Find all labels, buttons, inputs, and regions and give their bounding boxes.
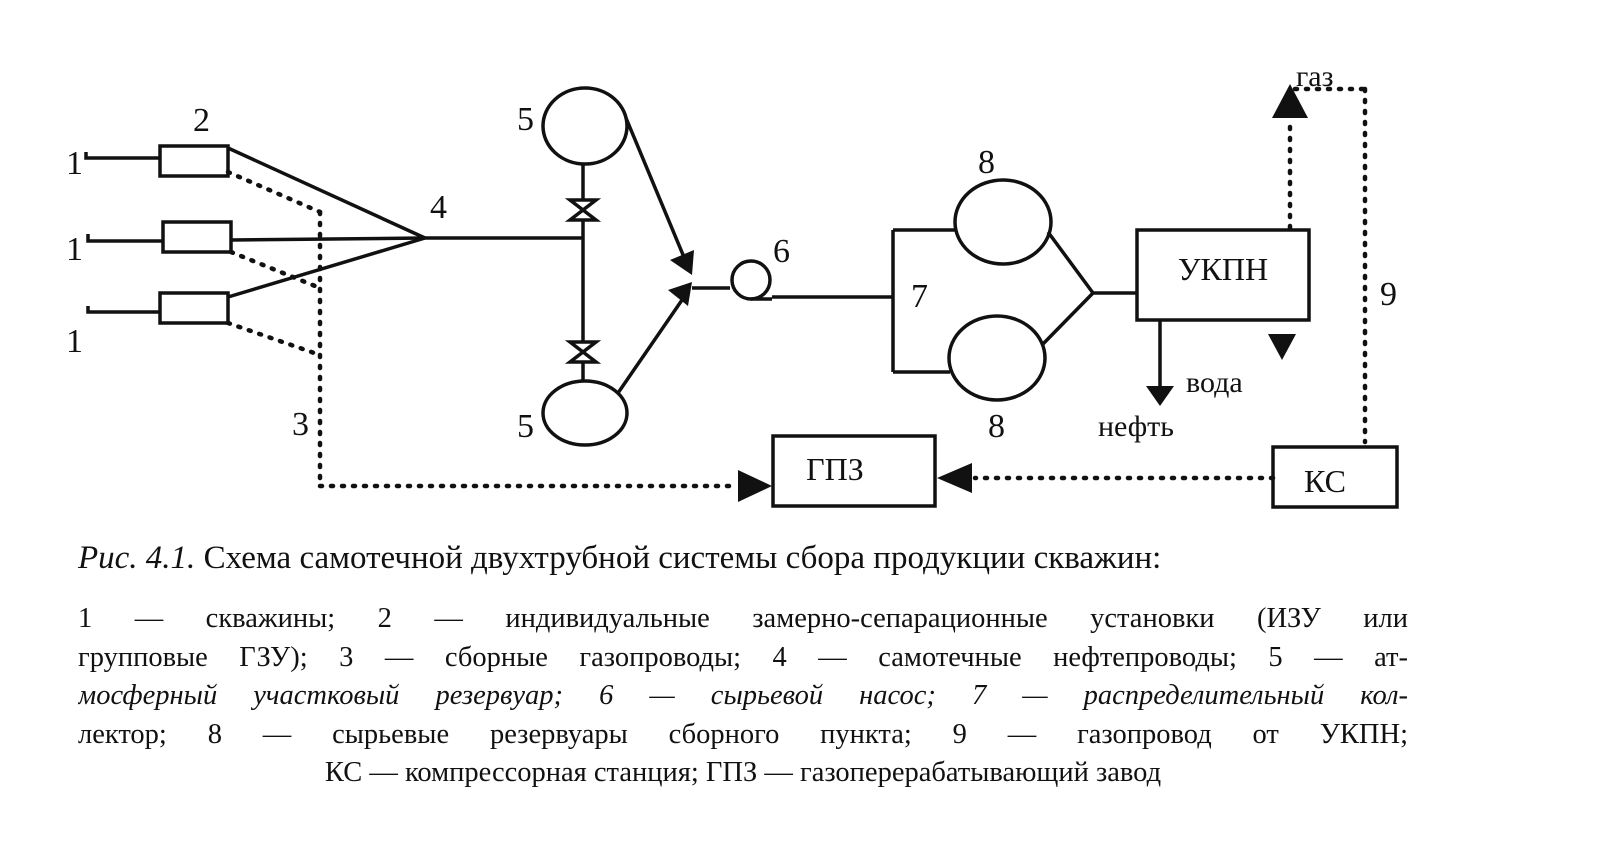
label-gravity-pipeline: 4 [430, 189, 447, 226]
gas-collector-lines [225, 169, 741, 489]
gas-collector-arrow [738, 470, 772, 502]
izu-box-1 [158, 144, 230, 178]
label-gas-collector: 3 [292, 406, 309, 443]
raw-tanks-to-ukpn [1040, 230, 1137, 347]
tank-to-pump-lines [616, 117, 730, 394]
wells [84, 152, 163, 314]
label-collector: 7 [911, 278, 928, 315]
label-gas-pipeline-9: 9 [1380, 276, 1397, 313]
label-well-1b: 1 [66, 231, 83, 268]
legend-line-1: 1 — скважины; 2 — индивидуальные замерно… [78, 603, 1408, 634]
gathering-system-diagram: 1 1 1 2 3 4 5 5 6 7 8 8 9 газ вода нефть… [66, 60, 1399, 509]
label-raw-tank-top: 8 [978, 144, 995, 181]
tank-manifold [564, 160, 602, 383]
ks-to-gpz-arrow [937, 463, 972, 493]
pump [730, 259, 772, 301]
tank-bottom [541, 379, 629, 447]
izu-box-2 [161, 220, 233, 254]
izu-box-3 [158, 291, 230, 325]
ukpn-box [1135, 228, 1311, 322]
tank-top [541, 86, 629, 166]
label-water: вода [1186, 366, 1243, 399]
legend-line-3: мосферный участковый резервуар; 6 — сырь… [78, 680, 1408, 711]
label-well-1a: 1 [66, 145, 83, 182]
label-tank-bottom: 5 [517, 408, 534, 445]
distribution-collector [891, 228, 960, 374]
gpz-box [771, 434, 937, 508]
label-tank-top: 5 [517, 101, 534, 138]
oil-outlet-arrow [1146, 386, 1174, 406]
legend-line-2: групповые ГЗУ); 3 — сборные газопроводы;… [78, 641, 1408, 673]
ks-label: КС [1304, 463, 1346, 499]
izu-units [158, 144, 233, 325]
figure-title: Схема самотечной двухтрубной системы сбо… [203, 540, 1162, 576]
valve-top [564, 198, 602, 222]
figure-caption: Рис. 4.1. Схема самотечной двухтрубной с… [78, 538, 1438, 578]
water-outlet-arrow [1268, 334, 1296, 360]
figure-legend: 1 — скважины; 2 — индивидуальные замерно… [78, 600, 1408, 793]
raw-tank-top [953, 178, 1053, 266]
label-izu: 2 [193, 102, 210, 139]
raw-tank-bottom [947, 314, 1047, 402]
gravity-oil-pipelines [227, 146, 583, 299]
arrow-to-pump-top [670, 250, 694, 275]
legend-line-4: лектор; 8 — сырьевые резервуары сборного… [78, 718, 1408, 750]
arrow-to-pump-bottom [668, 282, 692, 306]
label-raw-tank-bottom: 8 [988, 408, 1005, 445]
ukpn-label: УКПН [1178, 251, 1268, 287]
label-gas: газ [1296, 60, 1333, 93]
valve-bottom [564, 340, 602, 364]
label-well-1c: 1 [66, 323, 83, 360]
gpz-label: ГПЗ [806, 451, 864, 487]
gas-outlet-arrow [1272, 84, 1308, 118]
figure-number: Рис. 4.1. [78, 540, 196, 576]
legend-line-5: КС — компрессорная станция; ГПЗ — газопе… [324, 757, 1162, 788]
label-oil: нефть [1098, 410, 1174, 443]
label-pump: 6 [773, 233, 790, 270]
